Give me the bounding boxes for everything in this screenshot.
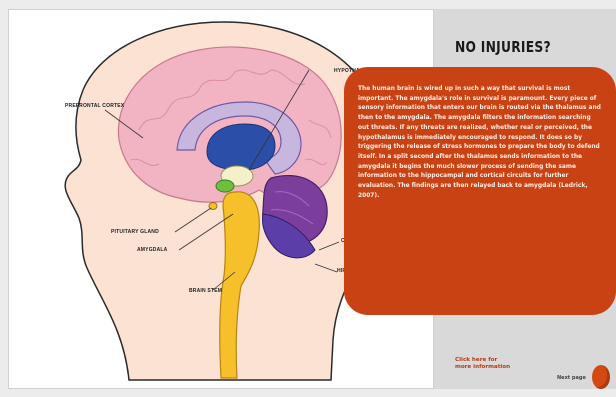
next-page-label: Next page: [557, 375, 586, 381]
info-callout: The human brain is wired up in such a wa…: [344, 67, 616, 315]
label-brain-stem: BRAIN STEM: [189, 288, 222, 294]
more-information-link[interactable]: Click here for more information: [455, 357, 515, 371]
label-pituitary-gland: PITUITARY GLAND: [111, 229, 159, 235]
hypothalamus: [216, 180, 234, 192]
label-amygdala: AMYGDALA: [137, 247, 168, 253]
next-page-button[interactable]: [592, 365, 610, 389]
slide-title: NO INJURIES?: [455, 38, 551, 56]
label-prefrontal-cortex: PREFRONTAL CORTEX: [65, 103, 124, 109]
info-body-text: The human brain is wired up in such a wa…: [358, 85, 602, 201]
